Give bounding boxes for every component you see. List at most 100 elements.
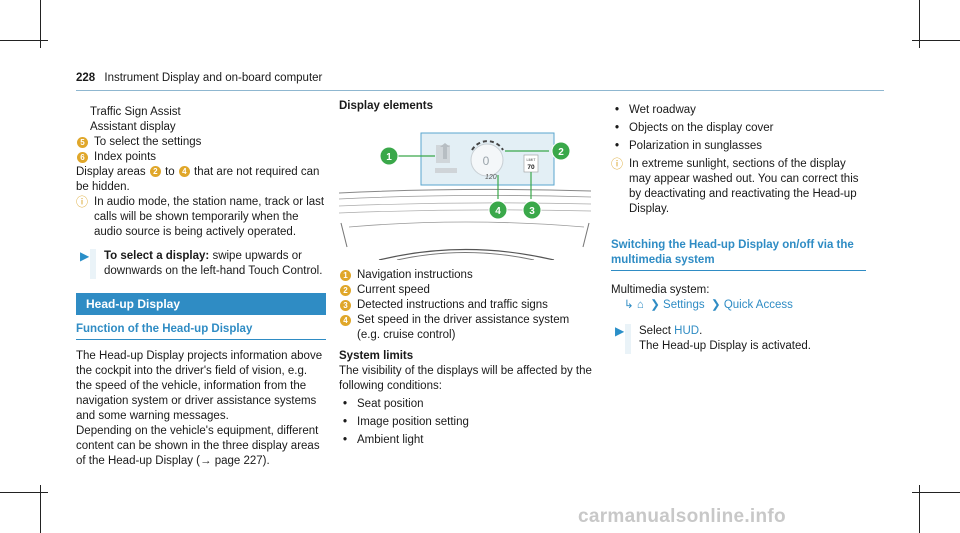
paragraph: The visibility of the displays will be a… <box>339 365 592 392</box>
instruction-step: ▶ Select HUD. The Head-up Display is act… <box>611 324 866 354</box>
crop-mark <box>919 0 920 48</box>
chevron-right-icon: ❯ <box>707 299 724 311</box>
set-speed-value: 120 <box>485 174 497 181</box>
bullet-item: •Image position setting <box>343 416 469 428</box>
step-bar <box>625 324 631 354</box>
paragraph: Depending on the vehicle's equipment, di… <box>76 425 320 467</box>
step-text: swipe upwards or downwards on the left-h… <box>104 250 323 277</box>
subsection-heading: Function of the Head-up Display <box>76 323 253 335</box>
left-column: Traffic Sign Assist Assistant display 5 … <box>76 105 326 469</box>
legend-text: Set speed in the driver assistance syste… <box>357 314 570 341</box>
list-item: 5 To select the settings <box>76 135 326 150</box>
middle-column-lower: 1 Navigation instructions 2 Current spee… <box>339 268 594 448</box>
bullet-text: Ambient light <box>357 434 424 446</box>
svg-text:3: 3 <box>529 206 535 217</box>
hud-figure-svg: 0 120 LIMIT 70 1 2 4 3 <box>338 131 592 261</box>
legend-item: 4 Set speed in the driver assistance sys… <box>339 313 594 343</box>
hud-option[interactable]: HUD <box>674 325 700 337</box>
info-icon: ⓘ <box>76 195 89 209</box>
text: that are not required can be hidden. <box>76 166 320 193</box>
paragraph: Display areas 2 to 4 that are not requir… <box>76 165 326 195</box>
number-badge: 4 <box>178 166 190 177</box>
text: to <box>161 166 178 178</box>
info-icon: ⓘ <box>611 157 624 171</box>
crop-mark <box>40 485 41 533</box>
number-badge: 2 <box>340 285 351 296</box>
info-text: In extreme sunlight, sections of the dis… <box>629 158 859 215</box>
crop-mark <box>912 492 960 493</box>
crop-mark <box>0 40 48 41</box>
bullet-text: Objects on the display cover <box>629 122 774 134</box>
step-bar <box>90 249 96 279</box>
list-item-text: To select the settings <box>94 136 202 148</box>
limit-label: LIMIT <box>527 158 537 162</box>
home-icon: ⌂ <box>636 299 644 311</box>
svg-text:4: 4 <box>495 206 501 217</box>
step-text: Select <box>639 325 675 337</box>
bullet-item: •Polarization in sunglasses <box>615 140 762 152</box>
paragraph: The Head-up Display projects information… <box>76 350 323 422</box>
legend-item: 2 Current speed <box>339 283 594 298</box>
bullet-item: •Wet roadway <box>615 104 696 116</box>
bullet-item: •Objects on the display cover <box>615 122 774 134</box>
legend-text: Detected instructions and traffic signs <box>357 299 548 311</box>
number-badge: 1 <box>340 270 351 281</box>
number-badge: 4 <box>340 315 351 326</box>
text: Display areas <box>76 166 149 178</box>
text-line: Assistant display <box>90 121 176 133</box>
list-item-text: Index points <box>94 151 157 163</box>
crop-mark <box>919 485 920 533</box>
hud-illustration: 0 120 LIMIT 70 1 2 4 3 <box>338 131 592 261</box>
arrow-icon: ▶ <box>80 249 90 263</box>
menu-settings[interactable]: Settings <box>663 299 705 311</box>
section-title: Display elements <box>339 100 433 112</box>
header-title: Instrument Display and on-board computer <box>104 72 323 84</box>
return-arrow-icon: ↳ <box>624 299 634 311</box>
step-label: To select a display: <box>104 250 210 262</box>
list-item: 6 Index points <box>76 150 326 165</box>
instruction-step: ▶ To select a display: swipe upwards or … <box>76 249 326 279</box>
menu-path: ↳ ⌂ ❯ Settings ❯ Quick Access <box>611 298 866 313</box>
svg-text:0: 0 <box>483 154 490 168</box>
bullet-item: •Seat position <box>343 398 424 410</box>
section-title: System limits <box>339 350 414 362</box>
heading-rule <box>76 339 326 340</box>
right-column: •Wet roadway •Objects on the display cov… <box>611 103 866 354</box>
crop-mark <box>40 0 41 48</box>
menu-quick-access[interactable]: Quick Access <box>723 299 793 311</box>
number-badge: 6 <box>77 152 88 163</box>
subsection-heading: Switching the Head-up Display on/off via… <box>611 239 854 266</box>
result-text: The Head-up Display is activated. <box>639 340 811 352</box>
legend-text: Current speed <box>357 284 430 296</box>
watermark: carmanualsonline.info <box>578 506 786 527</box>
bullet-text: Wet roadway <box>629 104 696 116</box>
svg-text:2: 2 <box>558 147 564 158</box>
number-badge: 2 <box>149 166 161 177</box>
number-badge: 5 <box>77 137 88 148</box>
running-header: 228 Instrument Display and on-board comp… <box>76 72 322 84</box>
info-note: ⓘ In extreme sunlight, sections of the d… <box>611 157 866 217</box>
info-note: ⓘ In audio mode, the station name, track… <box>76 195 326 240</box>
svg-text:1: 1 <box>386 152 392 163</box>
chevron-right-icon: ❯ <box>647 299 664 311</box>
legend-text: Navigation instructions <box>357 269 473 281</box>
crop-mark <box>0 492 48 493</box>
legend-item: 1 Navigation instructions <box>339 268 594 283</box>
bullet-text: Polarization in sunglasses <box>629 140 762 152</box>
info-text: In audio mode, the station name, track o… <box>94 196 325 238</box>
step-text: . <box>699 325 703 337</box>
arrow-icon: ▶ <box>615 324 625 338</box>
page-number: 228 <box>76 72 96 84</box>
heading-rule <box>611 270 866 271</box>
middle-column: Display elements <box>339 99 594 114</box>
section-band: Head-up Display <box>76 293 326 315</box>
bullet-text: Seat position <box>357 398 424 410</box>
limit-value: 70 <box>527 164 535 171</box>
paragraph: Multimedia system: <box>611 284 710 296</box>
header-rule <box>76 90 884 91</box>
bullet-text: Image position setting <box>357 416 469 428</box>
crop-mark <box>912 40 960 41</box>
number-badge: 3 <box>340 300 351 311</box>
legend-item: 3 Detected instructions and traffic sign… <box>339 298 594 313</box>
text-line: Traffic Sign Assist <box>90 106 181 118</box>
